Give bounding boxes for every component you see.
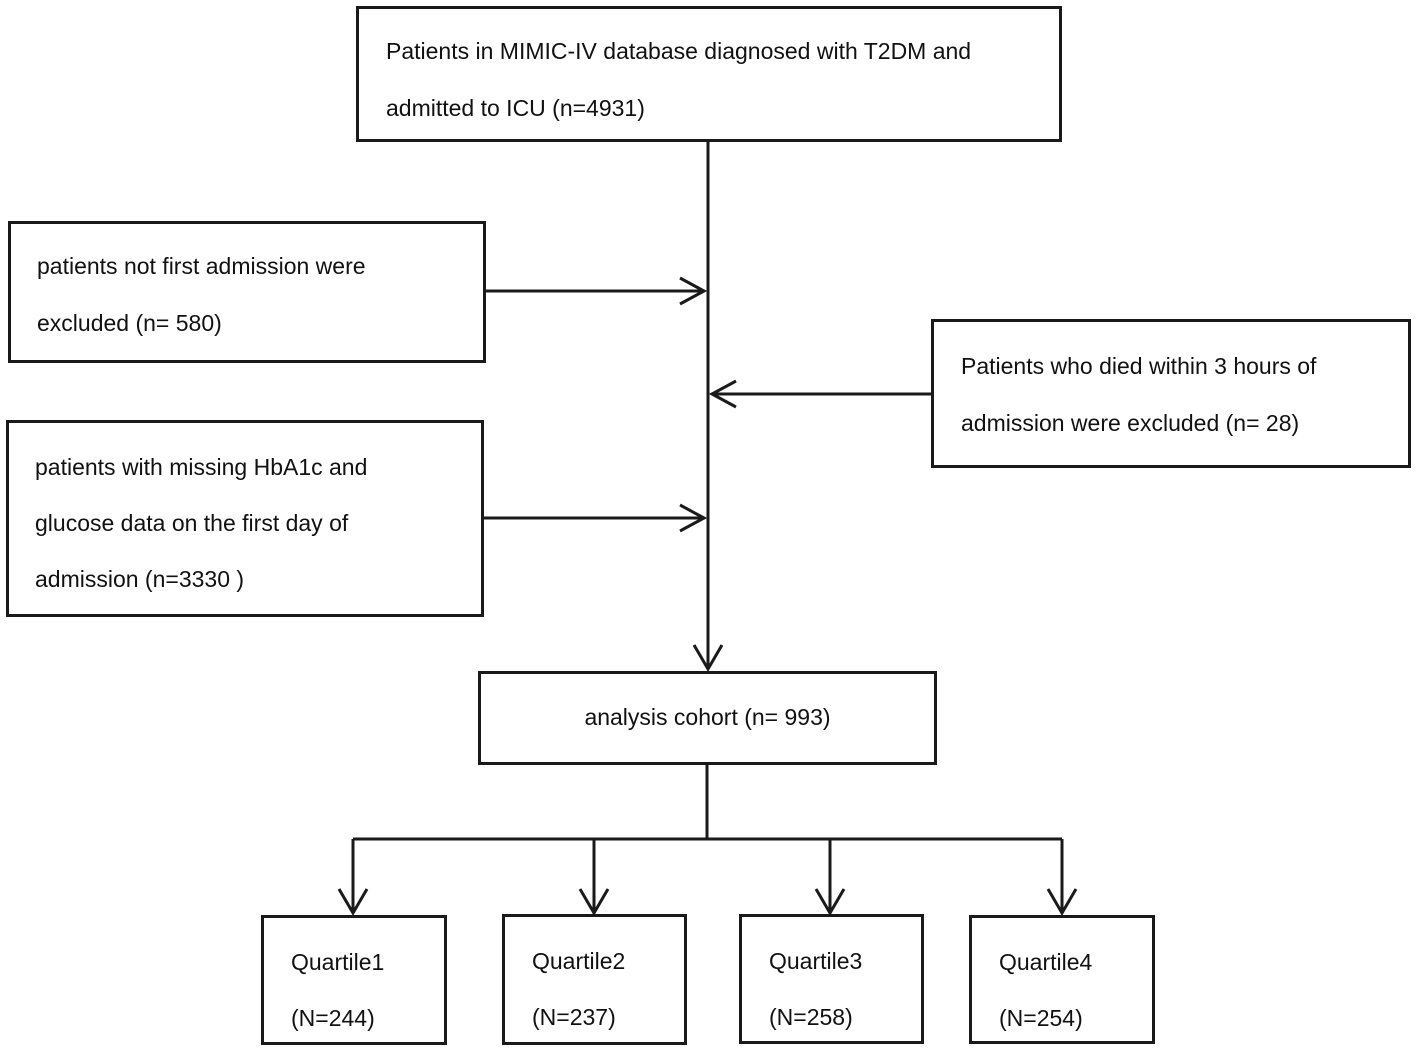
arrow-head-q1 [337,888,369,916]
exclusion-missing-line3: admission (n=3330 ) [35,566,245,592]
arrow-head-q3 [814,888,846,916]
arrow-head-died [708,379,737,409]
quartile-1-name: Quartile1 [291,949,385,975]
quartile-2-n: (N=237) [532,1004,616,1030]
top-box-line1: Patients in MIMIC-IV database diagnosed … [386,38,972,64]
quartile-box-3: Quartile3 (N=258) [739,914,924,1044]
exclusion-died-line2: admission were excluded (n= 28) [961,410,1300,436]
arrow-head-q2 [578,888,610,916]
exclusion-not-first-line1: patients not first admission were [37,253,366,279]
arrow-head-q4 [1046,888,1078,916]
quartile-box-4: Quartile4 (N=254) [969,915,1155,1044]
analysis-cohort-box: analysis cohort (n= 993) [478,671,937,765]
exclusion-not-first-line2: excluded (n= 580) [37,310,222,336]
quartile-1-n: (N=244) [291,1005,375,1031]
quartile-2-name: Quartile2 [532,948,626,974]
quartile-box-1: Quartile1 (N=244) [261,915,447,1045]
exclusion-died-line1: Patients who died within 3 hours of [961,353,1317,379]
arrow-head-not-first [679,276,708,306]
quartile-4-name: Quartile4 [999,949,1093,975]
quartile-4-n: (N=254) [999,1005,1083,1031]
quartile-3-name: Quartile3 [769,948,863,974]
top-box-line2: admitted to ICU (n=4931) [386,95,645,121]
arrow-to-cohort [692,644,724,672]
quartile-box-2: Quartile2 (N=237) [502,914,687,1045]
top-population-box: Patients in MIMIC-IV database diagnosed … [356,6,1062,142]
exclusion-missing-line2: glucose data on the first day of [35,510,349,536]
quartile-3-n: (N=258) [769,1004,853,1030]
arrow-head-missing [679,503,708,533]
exclusion-died-box: Patients who died within 3 hours of admi… [931,319,1411,468]
exclusion-missing-line1: patients with missing HbA1c and [35,454,368,480]
exclusion-not-first-box: patients not first admission were exclud… [8,221,486,363]
analysis-cohort-label: analysis cohort (n= 993) [584,704,831,730]
exclusion-missing-box: patients with missing HbA1c and glucose … [6,420,484,617]
